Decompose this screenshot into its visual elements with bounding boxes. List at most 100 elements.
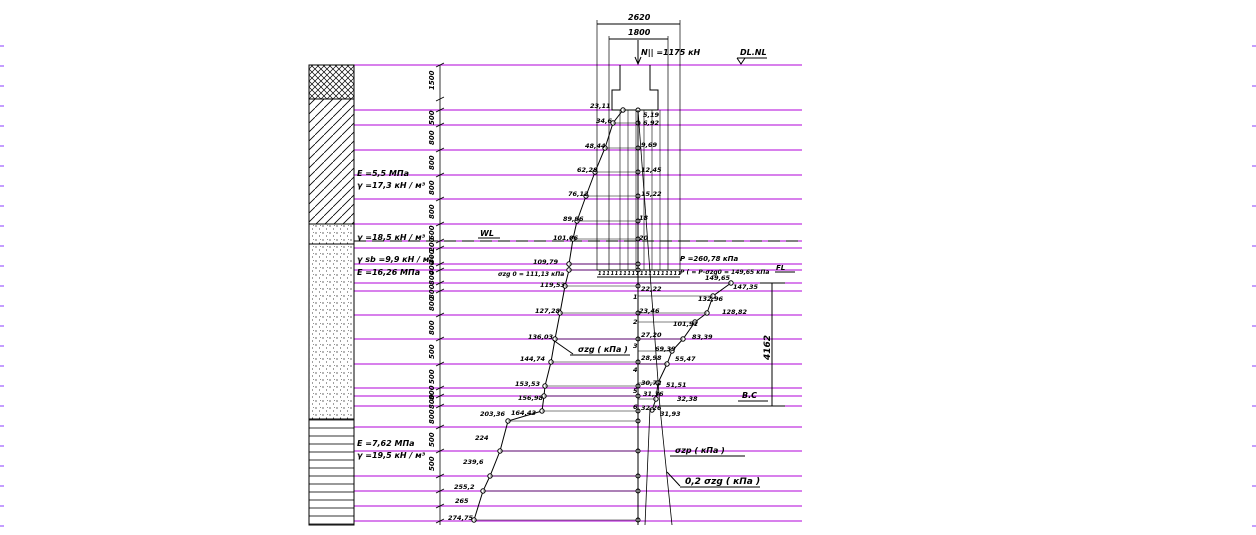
side-dim-label: 600 xyxy=(428,225,436,240)
base-mark: 1 xyxy=(636,271,639,277)
dim-tick xyxy=(435,107,445,113)
base-mark: 1 xyxy=(602,271,605,277)
zg-value-label: 224 xyxy=(475,434,489,442)
load-label: N|| =1175 кН xyxy=(641,48,701,57)
zp-value-label: 149,65 xyxy=(705,274,731,282)
dim-tick xyxy=(435,488,445,494)
side-dim-label: 800 xyxy=(428,320,436,335)
zg-value-label: 164,43 xyxy=(511,409,537,417)
loam-layer xyxy=(308,98,355,225)
soil-prop: E =5,5 МПа xyxy=(357,169,409,178)
dim-tick xyxy=(435,336,445,342)
soil-prop: γ =19,5 кН / м³ xyxy=(357,451,426,460)
zg-value-label: 76,12 xyxy=(568,190,589,198)
dim-tick xyxy=(435,122,445,128)
zg02-value-label: 27,20 xyxy=(641,331,662,339)
zp-value-label: 51,51 xyxy=(666,381,687,389)
zg-value-label: 62,28 xyxy=(577,166,598,174)
base-mark: 1 xyxy=(653,271,656,277)
water-label: WL xyxy=(480,229,494,238)
zg-value-label: 101,06 xyxy=(553,234,579,242)
dim-tick xyxy=(435,267,445,273)
layer-grid xyxy=(354,64,802,522)
annot-02: 0,2 σzg ( кПа ) xyxy=(685,477,760,487)
zg-value-label: 144,74 xyxy=(520,355,546,363)
zp-value-label: 147,35 xyxy=(733,283,759,291)
annotations: σzg ( кПа ) σzp ( кПа ) 0,2 σzg ( кПа ) … xyxy=(498,255,769,488)
zg02-value-label: 18 xyxy=(639,214,649,222)
clay-layer xyxy=(308,418,355,526)
zg02-value-label: 20 xyxy=(639,234,649,242)
dim-tick xyxy=(435,361,445,367)
soil-prop: γ sb =9,9 кН / м³ xyxy=(357,255,433,264)
side-dim-label: 800 xyxy=(428,409,436,424)
annot-zp: σzp ( кПа ) xyxy=(675,446,725,455)
soil-prop: E =16,26 МПа xyxy=(357,268,420,277)
zg-value-label: 48,44 xyxy=(585,142,606,150)
zg02-value-label: 12,45 xyxy=(641,166,662,174)
sigma-zg-curve xyxy=(471,107,641,523)
stress-bars xyxy=(619,110,661,270)
layer-number: 5 xyxy=(633,387,638,395)
layer-number: 6 xyxy=(633,403,638,411)
zg02-value-label: 30,72 xyxy=(641,379,662,387)
zg-value-label: 127,28 xyxy=(535,307,561,315)
side-dim-label: 800 xyxy=(428,155,436,170)
contact-pressure: P =260,78 кПа xyxy=(680,255,738,263)
dim-tick xyxy=(435,312,445,318)
zg02-value-label: 31,93 xyxy=(660,410,681,418)
zp-value-label: 132,96 xyxy=(698,295,724,303)
sand-layer-2 xyxy=(308,243,355,420)
base-mark: 1 xyxy=(661,271,664,277)
side-dim-label: 800 xyxy=(428,284,436,299)
side-dim-label: 400 xyxy=(428,260,436,275)
side-dim-label: 500 xyxy=(428,432,436,447)
water-level: WL xyxy=(354,229,800,242)
side-dim-label: 800 xyxy=(428,394,436,409)
layer-number: 2 xyxy=(633,318,638,326)
base-mark: 1 xyxy=(678,271,681,277)
layer-number: 4 xyxy=(633,366,638,374)
side-dim-label: 800 xyxy=(428,204,436,219)
dim-tick xyxy=(435,280,445,286)
base-mark: 1 xyxy=(606,271,609,277)
dim-tick xyxy=(435,288,445,294)
extra-value-label: 203,36 xyxy=(480,410,506,418)
zg-value-label: 136,03 xyxy=(528,333,554,341)
layer-number: 1 xyxy=(633,293,638,301)
dim-tick xyxy=(435,261,445,267)
base-mark: 1 xyxy=(619,271,622,277)
side-dim-label: 500 xyxy=(428,369,436,384)
dim-tick xyxy=(435,147,445,153)
zg-value-label: 156,98 xyxy=(518,394,544,402)
side-dim-label: 800 xyxy=(428,296,436,311)
dim-tick xyxy=(435,245,445,251)
zg-value-label: 119,53 xyxy=(540,281,566,289)
zg02-value-label: 15,22 xyxy=(641,190,662,198)
dim-tick xyxy=(435,473,445,479)
base-mark: 1 xyxy=(648,271,651,277)
zg02-value-label: 32,26 xyxy=(641,404,662,412)
dim-tick xyxy=(435,238,445,244)
zg02-value-label: 23,46 xyxy=(639,307,660,315)
layer-number: 3 xyxy=(633,342,638,350)
side-dim-label: 200 xyxy=(428,237,436,252)
inner-width-label: 1800 xyxy=(628,28,651,37)
dim-tick xyxy=(435,424,445,430)
base-mark: 1 xyxy=(611,271,614,277)
base-mark: 1 xyxy=(669,271,672,277)
zg02-value-label: 5,19 xyxy=(643,111,660,119)
depth-dimension: 4162 В.С FL xyxy=(660,264,795,407)
soil-prop: γ =17,3 кН / м³ xyxy=(357,181,426,190)
foundation: 2620 1800 N|| =1175 кН DL.NL xyxy=(596,13,767,278)
outer-width-label: 2620 xyxy=(628,13,651,22)
zg-value-label: 265 xyxy=(455,497,469,505)
zp-value-label: 55,47 xyxy=(675,355,696,363)
p-net: P ( = P-σzg0 = 149,65 кПа xyxy=(680,269,769,276)
fill-layer xyxy=(308,64,355,100)
zg02-value-label: 28,98 xyxy=(641,354,662,362)
bc-label: В.С xyxy=(742,391,757,400)
zg-value-label: 239,6 xyxy=(463,458,484,466)
